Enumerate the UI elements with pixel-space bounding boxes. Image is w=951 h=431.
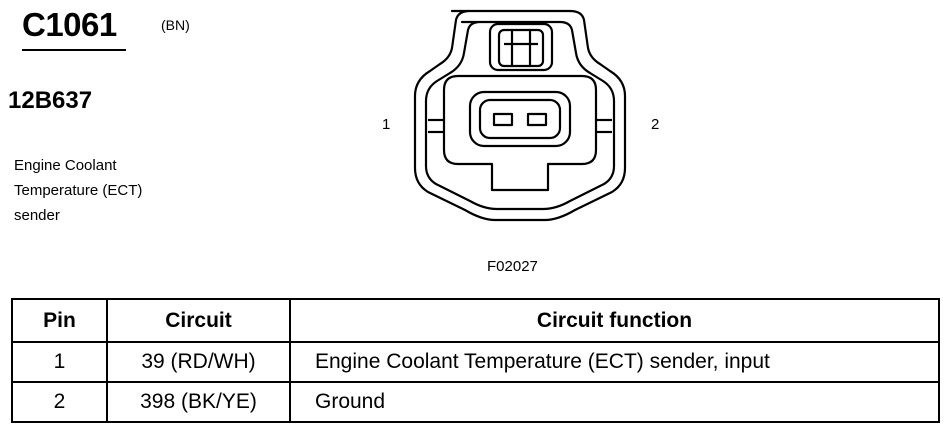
circuit-cell: 39 (RD/WH) <box>106 341 291 383</box>
connector-latch-outer <box>488 22 554 72</box>
pin-2-label: 2 <box>651 116 660 133</box>
circuit-cell: 398 (BK/YE) <box>106 381 291 423</box>
circuit-function-column-header: Circuit function <box>289 298 940 343</box>
table-header-row: Pin Circuit Circuit function <box>11 298 940 343</box>
connector-color-code: (BN) <box>161 17 190 33</box>
pin-2-terminal <box>526 112 548 127</box>
connector-id: C1061 <box>22 6 117 43</box>
connector-latch-inner <box>497 28 545 68</box>
connector-terminal-cavity-outer <box>468 90 572 148</box>
circuit-function-cell: Ground <box>289 381 940 423</box>
connector-inner-outline <box>424 20 616 211</box>
connector-outer-shell <box>413 9 627 222</box>
connector-id-underline <box>22 49 126 51</box>
connector-terminal-cavity-inner <box>478 98 562 140</box>
component-description-line-1: Engine Coolant <box>14 157 117 174</box>
pin-cell: 2 <box>11 381 108 423</box>
circuit-function-cell: Engine Coolant Temperature (ECT) sender,… <box>289 341 940 383</box>
circuit-column-header: Circuit <box>106 298 291 343</box>
pin-cell: 1 <box>11 341 108 383</box>
part-number: 12B637 <box>8 87 93 114</box>
pin-column-header: Pin <box>11 298 108 343</box>
pinout-table: Pin Circuit Circuit function 1 39 (RD/WH… <box>11 298 940 423</box>
pin-1-terminal <box>492 112 514 127</box>
component-description-line-2: Temperature (ECT) <box>14 182 143 199</box>
pin-1-label: 1 <box>382 116 391 133</box>
table-row: 1 39 (RD/WH) Engine Coolant Temperature … <box>11 341 940 383</box>
figure-code: F02027 <box>487 258 538 275</box>
component-description-line-3: sender <box>14 207 60 224</box>
component-description: Engine Coolant Temperature (ECT) sender <box>14 153 214 228</box>
connector-face-drawing <box>413 9 627 222</box>
connector-housing <box>442 74 598 192</box>
table-row: 2 398 (BK/YE) Ground <box>11 381 940 423</box>
